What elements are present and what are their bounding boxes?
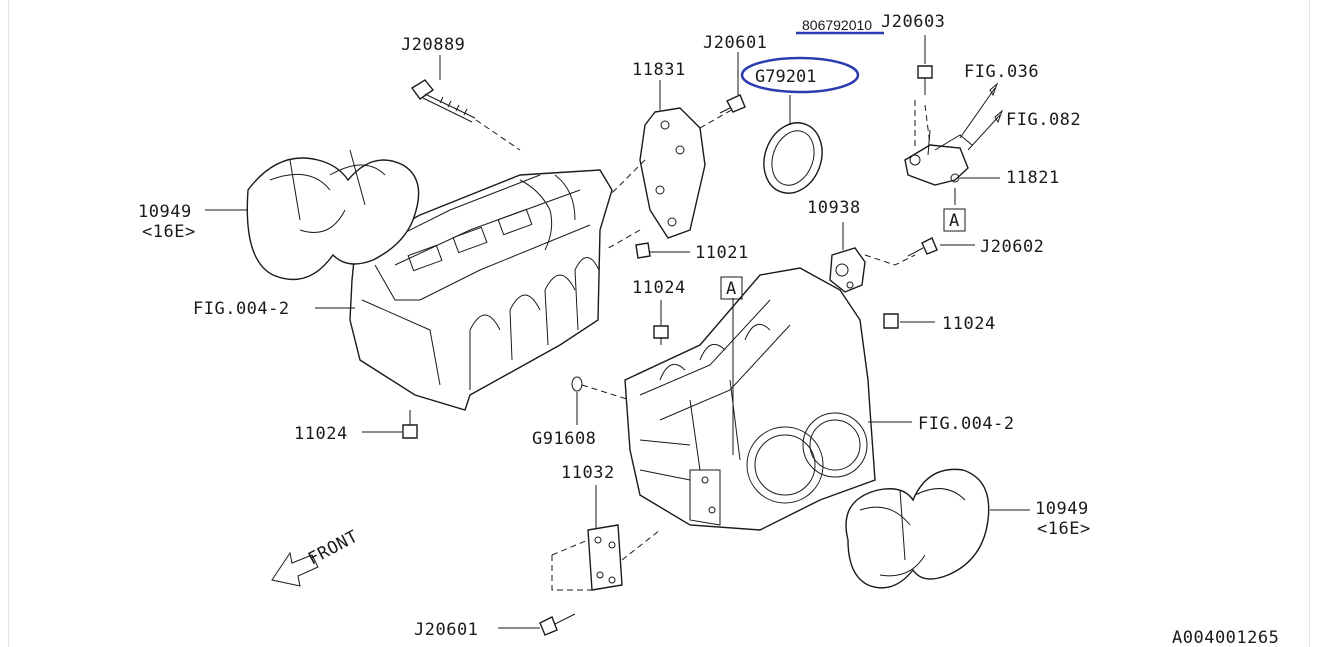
label-j20602: J20602 (980, 237, 1044, 257)
label-ref-a-right: A (949, 211, 960, 231)
label-j20603: J20603 (881, 12, 945, 32)
bearing-shell-left (246, 149, 420, 281)
bolt-j20601-top (719, 94, 746, 114)
label-11024-left: 11024 (294, 424, 348, 444)
label-10949-left: 10949 (138, 202, 192, 222)
label-j20601-top: J20601 (703, 33, 767, 53)
label-16e-right: <16E> (1037, 519, 1091, 539)
label-j20889: J20889 (401, 35, 465, 55)
label-11831: 11831 (632, 60, 686, 80)
label-g91608: G91608 (532, 429, 596, 449)
oil-seal-g79201 (763, 122, 823, 194)
label-fig082: FIG.082 (1006, 110, 1081, 130)
bearing-shell-right (845, 468, 990, 589)
label-j20601-bottom: J20601 (414, 620, 478, 640)
bolt-j20601-bottom (539, 613, 576, 636)
ink-annotation (740, 31, 884, 94)
label-10938: 10938 (807, 198, 861, 218)
housing-11821 (904, 65, 1004, 186)
ref-box-a-mid (720, 276, 743, 300)
label-g79201: G79201 (755, 67, 816, 87)
plug-11024-right (883, 313, 899, 329)
diagram-id: A004001265 (1172, 628, 1279, 647)
ref-box-a-right (943, 208, 966, 232)
plug-11021 (635, 242, 651, 259)
handwritten-part-number: 806792010 (802, 17, 872, 33)
engine-block-left (349, 169, 613, 411)
engine-block-right (624, 267, 876, 531)
label-16e-left: <16E> (142, 222, 196, 242)
label-10949-right: 10949 (1035, 499, 1089, 519)
label-front: FRONT (305, 527, 362, 570)
plate-11032 (551, 524, 661, 591)
bolt-j20889 (410, 79, 521, 151)
label-11024-right: 11024 (942, 314, 996, 334)
plug-11024-left (402, 410, 418, 439)
diagram-frame (8, 0, 1310, 647)
plug-11024-mid (653, 325, 669, 345)
sensor-10938 (829, 247, 916, 293)
label-fig004-right: FIG.004-2 (918, 414, 1015, 434)
front-arrow-icon (271, 551, 319, 587)
label-11821: 11821 (1006, 168, 1060, 188)
label-fig036: FIG.036 (964, 62, 1039, 82)
bolt-j20602 (907, 237, 938, 257)
plate-11831 (604, 107, 736, 251)
label-fig004-left: FIG.004-2 (193, 299, 290, 319)
label-11021: 11021 (695, 243, 749, 263)
label-ref-a-mid: A (726, 279, 737, 299)
label-11032: 11032 (561, 463, 615, 483)
leader-lines (205, 35, 1030, 629)
oring-g91608 (571, 376, 631, 401)
label-11024-mid: 11024 (632, 278, 686, 298)
